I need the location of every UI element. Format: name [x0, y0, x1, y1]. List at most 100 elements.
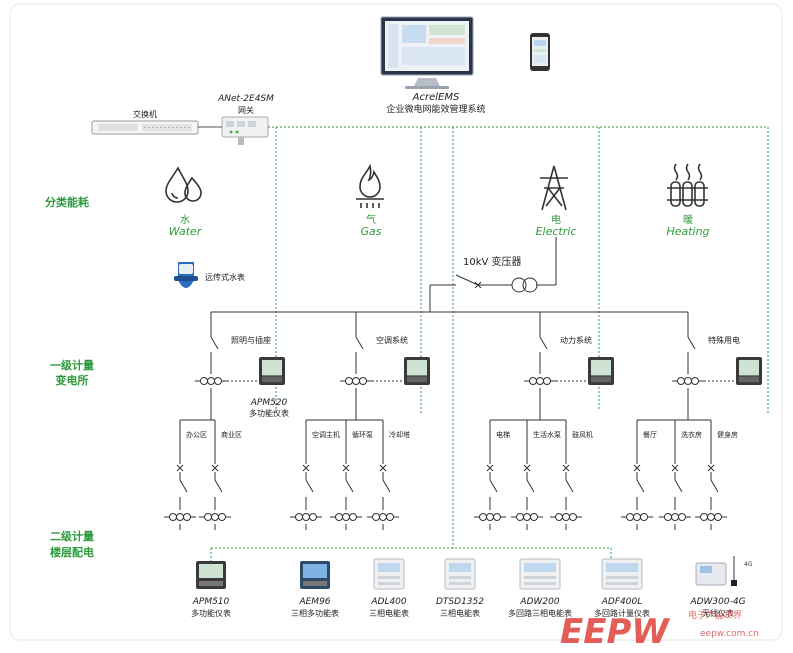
meter-screen: [262, 360, 282, 376]
transformer-label: 10kV 变压器: [463, 255, 522, 268]
feeder-switch: [355, 336, 364, 350]
antenna-base: [731, 580, 737, 586]
energy-cn-water: 水: [180, 214, 190, 226]
remote-water-meter-label: 远传式水表: [205, 272, 245, 282]
device-terminal: [449, 576, 471, 579]
current-transformer-symbol: [367, 513, 399, 521]
meter-keys: [262, 376, 282, 383]
current-transformer-symbol: [524, 377, 556, 385]
load-label: 办公区: [186, 430, 207, 439]
device-screen: [199, 564, 223, 578]
section-label-level2-line1: 二级计量: [50, 529, 94, 543]
level2-branches: 办公区商业区空调主机循环泵冷却塔电梯生活水泵鼓风机餐厅洗衣房健身房: [164, 419, 738, 530]
current-transformer-symbol: [621, 513, 653, 521]
current-transformer-symbol: [511, 513, 543, 521]
energy-en-electric: Electric: [536, 225, 577, 238]
breaker-x-mark: [562, 464, 570, 472]
device-dtsd1352-icon: [444, 558, 476, 590]
current-transformer-symbol: [199, 513, 231, 521]
load-label: 洗衣房: [681, 430, 702, 439]
current-transformer-symbol: [474, 513, 506, 521]
device-model: DTSD1352: [436, 597, 484, 607]
energy-en-gas: Gas: [361, 225, 382, 238]
diagram-frame: [9, 3, 783, 641]
section-label-level1-line1: 一级计量: [50, 358, 94, 372]
device-desc: 多回路三相电能表: [508, 608, 572, 618]
branch-switch: [345, 479, 354, 493]
breaker-x-mark: [474, 281, 482, 289]
section-label-classification: 分类能耗: [45, 195, 89, 209]
device-model: ADF400L: [601, 597, 642, 607]
feeder-label: 动力系统: [560, 335, 592, 345]
electric-tower-icon: [540, 165, 568, 211]
feeder-switch: [687, 336, 696, 350]
device-model: ADW200: [519, 597, 559, 607]
watermark-site: 电子产品世界: [688, 609, 742, 621]
branch-switch: [214, 479, 223, 493]
branch-switch: [382, 479, 391, 493]
feeder-label: 照明与插座: [231, 335, 271, 345]
branch-switch: [305, 479, 314, 493]
energy-cn-heating: 暖: [683, 213, 693, 226]
meter-icon: [404, 357, 430, 385]
branch-switch: [710, 479, 719, 493]
device-model: ADW300-4G: [689, 597, 745, 607]
device-screen: [303, 564, 327, 578]
switch-label: 交换机: [133, 109, 157, 119]
device-adw3004g-icon: 4G: [695, 556, 753, 586]
badge-4g: 4G: [744, 561, 753, 568]
device-screen: [449, 563, 471, 572]
meter-icon: [588, 357, 614, 385]
breaker-x-mark: [523, 464, 531, 472]
feeder-label: 空调系统: [376, 335, 408, 345]
energy-cn-electric: 电: [551, 213, 561, 226]
gas-flame-icon: [356, 163, 384, 208]
breaker-x-mark: [302, 464, 310, 472]
monitor-icon: [380, 16, 474, 89]
load-label: 鼓风机: [572, 430, 593, 439]
breaker-x-mark: [486, 464, 494, 472]
device-apm510-icon: [196, 561, 226, 589]
transformer-symbol: [429, 237, 557, 312]
current-transformer-symbol: [659, 513, 691, 521]
meter-icon: [736, 357, 762, 385]
watermark-url: eepw.com.cn: [700, 629, 759, 639]
current-transformer-symbol: [672, 377, 704, 385]
device-model: ADL400: [370, 597, 407, 607]
branch-switch: [565, 479, 574, 493]
load-label: 商业区: [221, 430, 242, 439]
device-screen: [700, 566, 712, 573]
water-drop-icon: [165, 166, 202, 203]
level1-meters: [227, 357, 762, 385]
meter-keys: [407, 376, 427, 383]
device-model: APM510: [192, 597, 230, 607]
current-transformer-symbol: [340, 377, 372, 385]
device-aem96-icon: [300, 561, 330, 589]
system-subtitle: 企业微电网能效管理系统: [386, 103, 485, 115]
feeder-label: 特殊用电: [708, 335, 740, 345]
device-desc: 多回路计量仪表: [594, 608, 650, 618]
device-screen: [524, 563, 556, 572]
section-label-level2-line2: 楼层配电: [50, 545, 94, 559]
bottom-devices: APM510多功能仪表AEM96三相多功能表ADL400三相电能表DTSD135…: [191, 556, 753, 618]
branch-switch: [179, 479, 188, 493]
current-transformer-symbol: [695, 513, 727, 521]
branch-switch: [489, 479, 498, 493]
energy-cn-gas: 气: [366, 213, 376, 226]
level1-branches: 照明与插座 空调系统 动力系统 特殊用电: [195, 312, 740, 420]
energy-en-water: Water: [169, 225, 203, 238]
watermark-eepw: EEPW: [560, 612, 670, 649]
device-terminal: [378, 576, 400, 579]
breaker-x-mark: [633, 464, 641, 472]
breaker-x-mark: [176, 464, 184, 472]
device-desc: 三相电能表: [440, 608, 480, 618]
device-desc: 三相电能表: [369, 608, 409, 618]
device-model: AEM96: [298, 597, 330, 607]
device-keys: [303, 581, 327, 586]
load-label: 电梯: [496, 430, 510, 439]
device-screen: [606, 563, 638, 572]
device-adw200-icon: [519, 558, 561, 590]
current-transformer-symbol: [164, 513, 196, 521]
